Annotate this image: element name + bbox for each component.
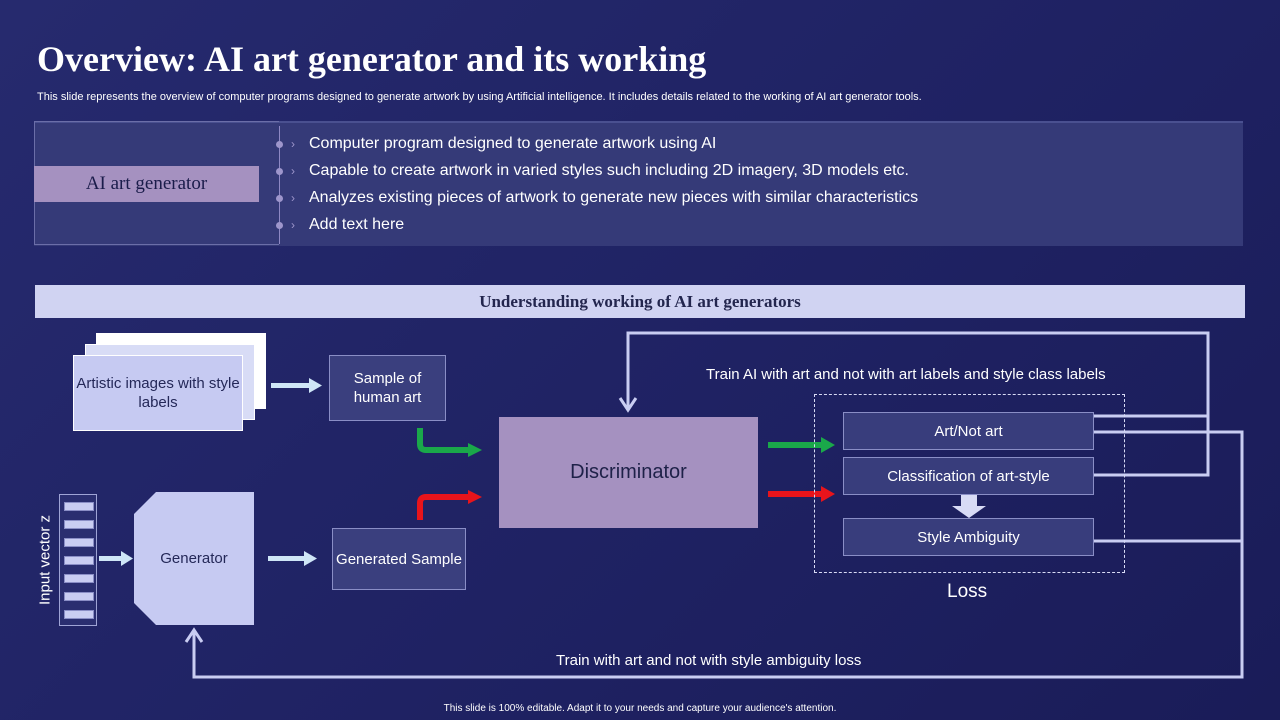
flow-arrow-icon: [268, 551, 317, 566]
artistic-images-node: Artistic images with style labels: [73, 355, 243, 431]
bullet-divider: [279, 126, 280, 244]
discriminator-node: Discriminator: [499, 417, 758, 528]
discriminator-label: Discriminator: [570, 461, 687, 483]
loss-label: Loss: [947, 581, 988, 602]
vector-slot: [64, 610, 94, 619]
vector-slot: [64, 502, 94, 511]
generated-sample-node: Generated Sample: [332, 528, 466, 590]
overview-label: AI art generator: [34, 166, 259, 202]
chevron-right-icon: ›: [291, 164, 295, 178]
generator-node: Generator: [134, 492, 254, 625]
style-ambiguity-label: Style Ambiguity: [917, 528, 1020, 546]
vector-slot: [64, 556, 94, 565]
slide-footer: This slide is 100% editable. Adapt it to…: [443, 703, 837, 714]
classification-node: Classification of art-style: [843, 457, 1094, 495]
vector-slot: [64, 520, 94, 529]
bullet-text: Computer program designed to generate ar…: [309, 135, 717, 152]
vector-slot: [64, 592, 94, 601]
input-vector-label: Input vector z: [36, 514, 54, 606]
fake-path-arrow-icon: [417, 490, 482, 520]
bullet-text: Capable to create artwork in varied styl…: [309, 162, 909, 179]
top-feedback-line: [618, 331, 1210, 477]
input-vector-node: [59, 494, 97, 626]
bullet-dot-icon: [276, 167, 283, 175]
slide-subtitle: This slide represents the overview of co…: [37, 91, 922, 103]
diagram-heading: Understanding working of AI art generato…: [35, 285, 1245, 318]
bullet-dot-icon: [276, 221, 283, 229]
style-ambiguity-node: Style Ambiguity: [843, 518, 1094, 556]
sample-human-art-label: Sample of human art: [353, 370, 422, 406]
bullet-text: Analyzes existing pieces of artwork to g…: [309, 189, 919, 206]
chevron-right-icon: ›: [291, 137, 295, 151]
real-output-arrow-icon: [768, 437, 835, 453]
artistic-images-label: Artistic images with style labels: [76, 375, 240, 411]
top-feedback-label: Train AI with art and not with art label…: [706, 366, 1106, 383]
flow-arrow-icon: [99, 551, 133, 566]
generated-sample-label: Generated Sample: [336, 550, 462, 568]
classification-label: Classification of art-style: [887, 467, 1050, 485]
art-not-art-label: Art/Not art: [934, 422, 1003, 440]
vector-slot: [64, 538, 94, 547]
bullet-item: › Add text here: [276, 216, 404, 234]
bullet-dot-icon: [276, 140, 283, 148]
art-not-art-node: Art/Not art: [843, 412, 1094, 450]
slide-title: Overview: AI art generator and its worki…: [37, 39, 707, 79]
flow-arrow-icon: [271, 378, 322, 393]
chevron-right-icon: ›: [291, 191, 295, 205]
loss-group-frame: [814, 394, 1125, 573]
bottom-feedback-line: [184, 430, 1244, 679]
bullet-item: › Analyzes existing pieces of artwork to…: [276, 189, 918, 207]
real-path-arrow-icon: [417, 428, 482, 457]
down-arrow-icon: [952, 495, 986, 518]
fake-output-arrow-icon: [768, 486, 835, 502]
bullet-item: › Computer program designed to generate …: [276, 135, 716, 153]
vector-slot: [64, 574, 94, 583]
bullet-item: › Capable to create artwork in varied st…: [276, 162, 909, 180]
generator-label: Generator: [160, 550, 228, 567]
bullet-text: Add text here: [309, 216, 405, 233]
bullet-dot-icon: [276, 194, 283, 202]
bottom-feedback-label: Train with art and not with style ambigu…: [556, 652, 862, 669]
chevron-right-icon: ›: [291, 218, 295, 232]
sample-human-art-node: Sample of human art: [329, 355, 446, 421]
